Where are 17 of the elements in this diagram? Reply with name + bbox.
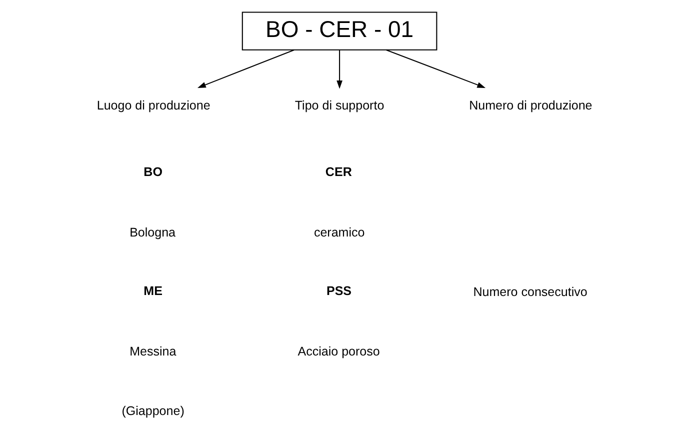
node-text: Tipo di supporto: [294, 98, 384, 112]
label: PSS: [326, 284, 352, 298]
label: Bologna: [129, 225, 176, 240]
label: CER: [324, 164, 352, 179]
label: Numero consecutivo: [472, 284, 587, 299]
arrow: [386, 49, 486, 88]
label: ceramico: [313, 225, 364, 240]
node-text: Luogo di produzione: [96, 98, 210, 112]
label: Acciaio poroso: [297, 344, 380, 358]
node-box: BO - CER - 01: [241, 12, 437, 50]
label: ME: [143, 284, 162, 298]
arrow: [336, 50, 342, 89]
label: (Giappone): [121, 404, 184, 418]
node-text: Numero di produzione: [468, 98, 592, 112]
arrow: [196, 49, 294, 88]
label: Messina: [129, 344, 176, 358]
label: BO: [143, 164, 162, 179]
